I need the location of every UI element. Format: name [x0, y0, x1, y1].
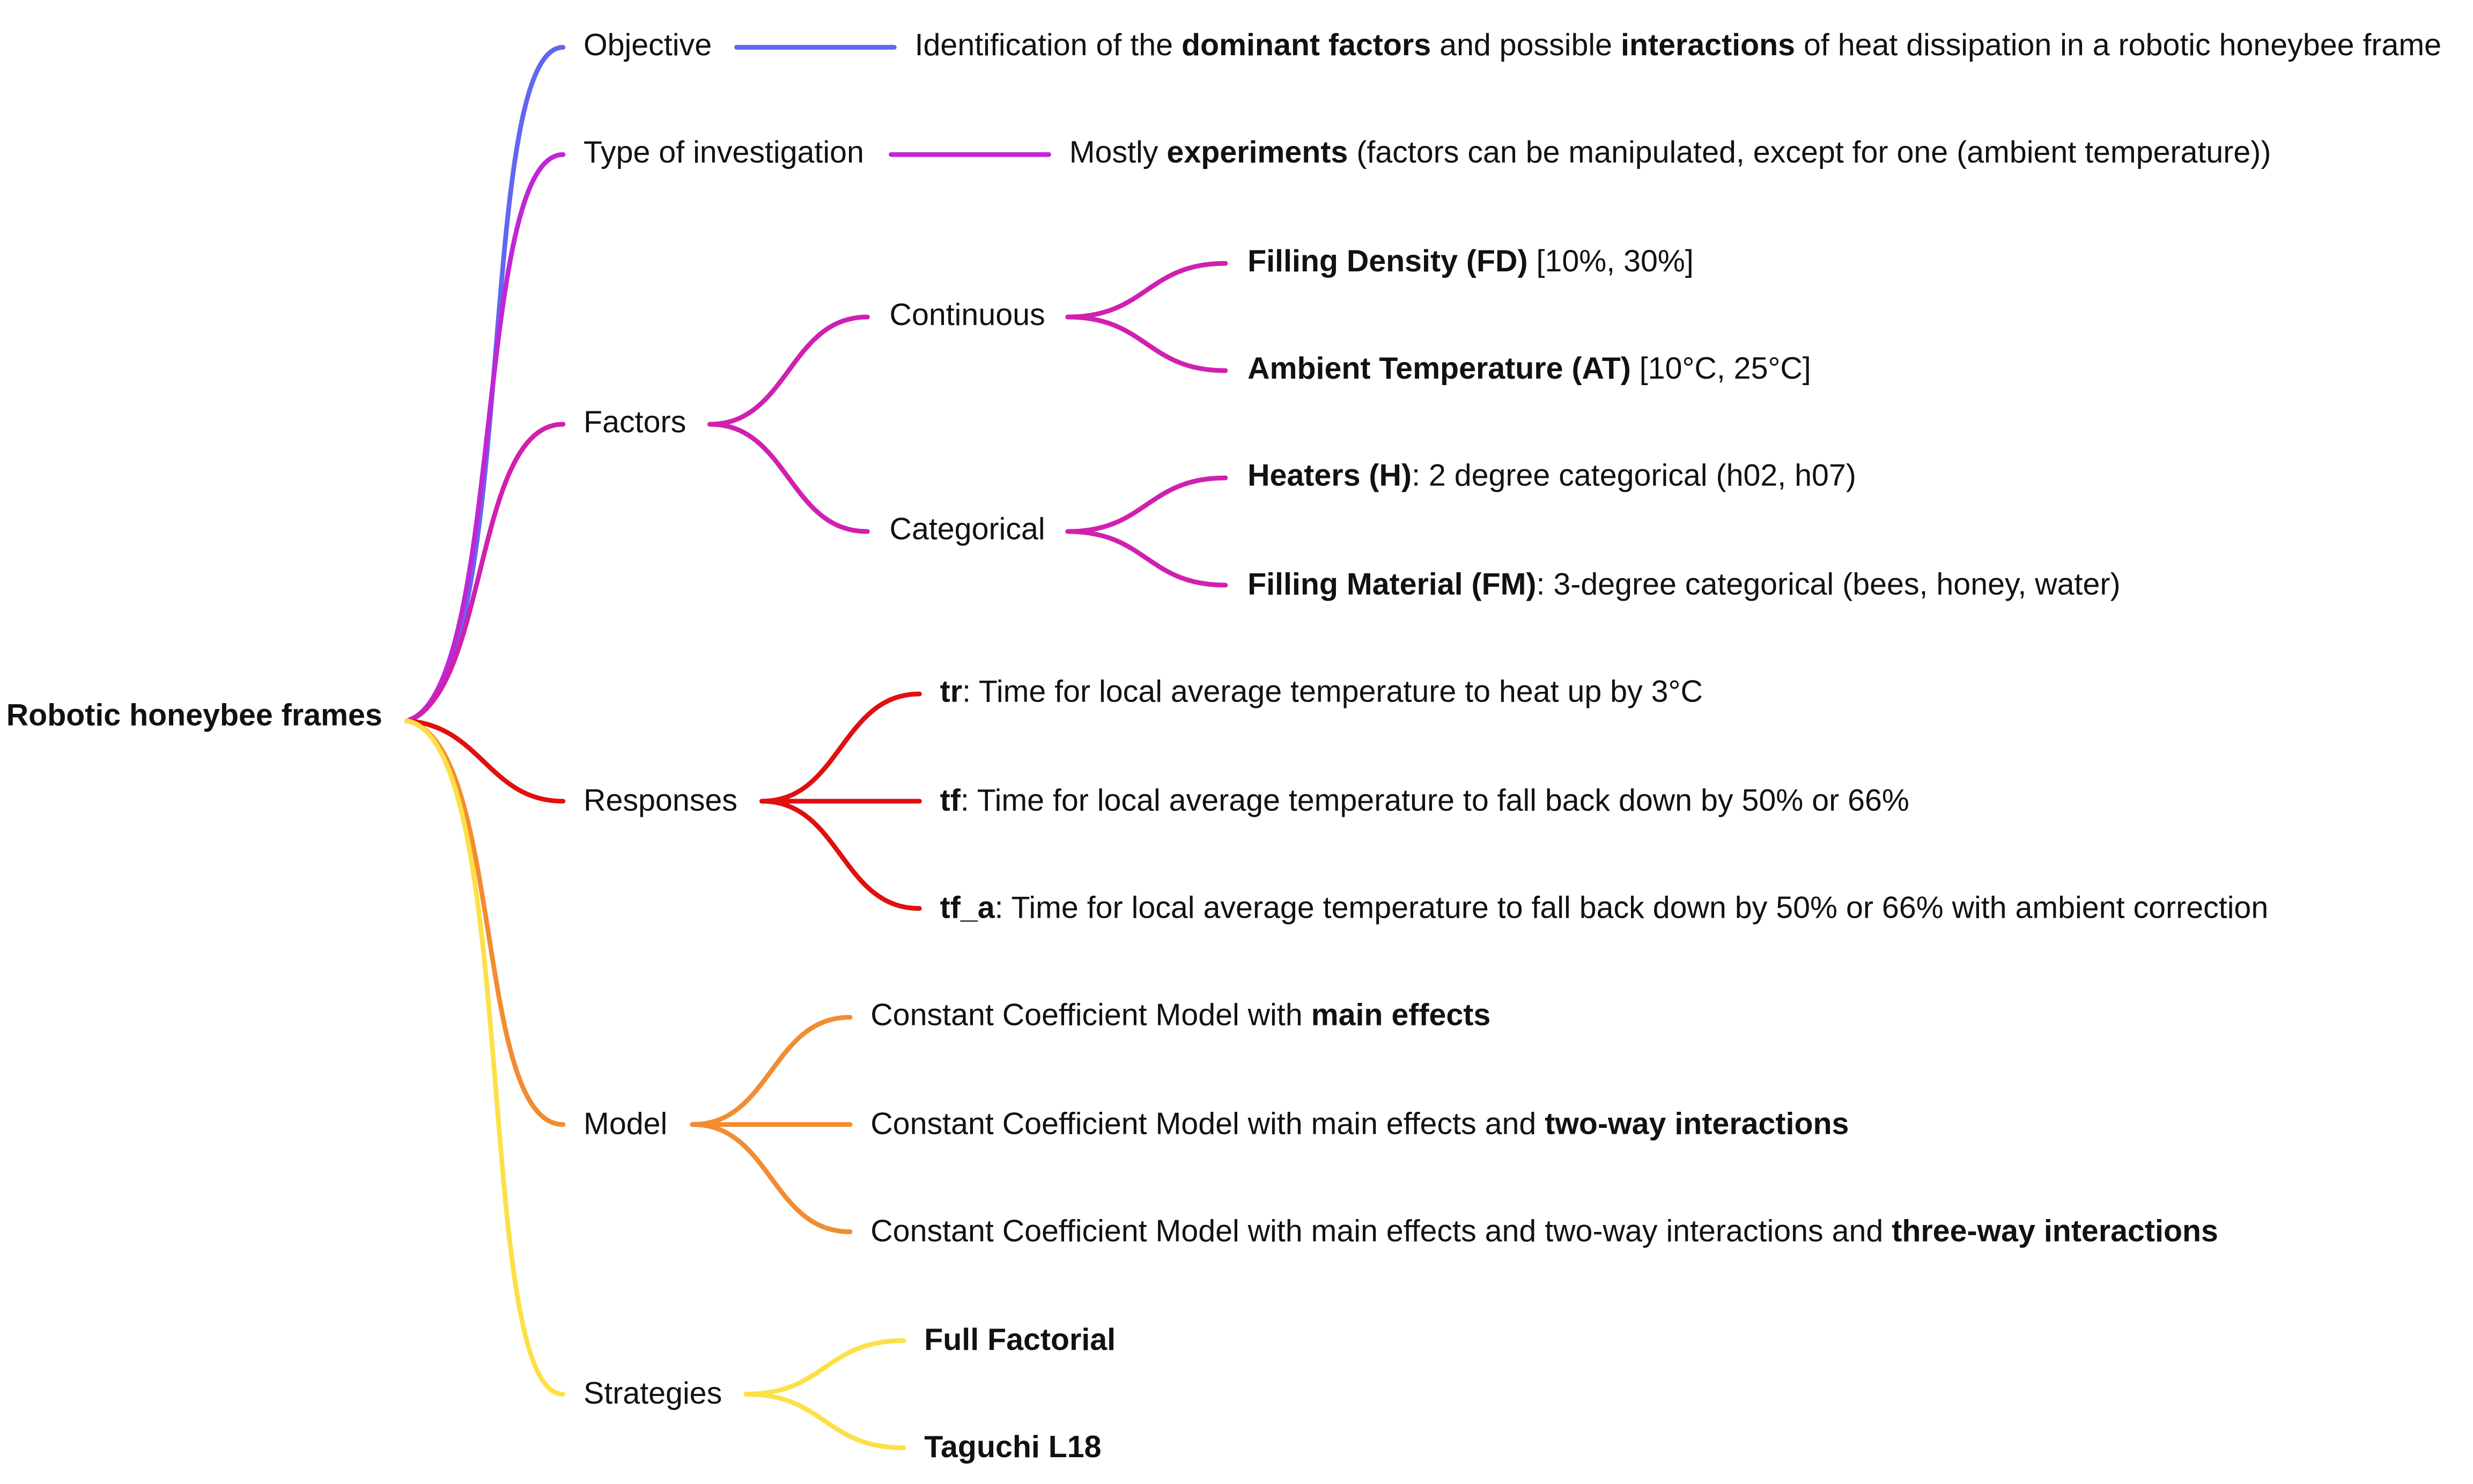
edge-factors-continuous [707, 314, 870, 427]
investigation-text-1: Mostly [1069, 135, 1167, 171]
factor-fm-text: : 3-degree categorical (bees, honey, wat… [1536, 567, 2121, 603]
edge-model-main [690, 1015, 853, 1127]
edge-strategies-full [743, 1338, 906, 1397]
edge-responses-tr [759, 691, 922, 804]
objective-text-1: Identification of the [914, 28, 1182, 63]
objective-text-2: and possible [1431, 28, 1621, 63]
edge-root-responses [404, 718, 566, 804]
continuous-node: Continuous [889, 298, 1045, 333]
investigation-text-2: (factors can be manipulated, except for … [1348, 135, 2271, 171]
response-tr-bold: tr [940, 675, 963, 710]
factors-node: Factors [584, 405, 686, 440]
model-twoway-bold: two-way interactions [1545, 1107, 1849, 1142]
model-main-bold: main effects [1311, 998, 1491, 1033]
strategy-taguchi: Taguchi L18 [924, 1429, 1101, 1467]
model-two-way: Constant Coefficient Model with main eff… [870, 1105, 1849, 1143]
investigation-detail: Mostly experiments (factors can be manip… [1069, 134, 2271, 172]
response-tf: tf: Time for local average temperature t… [940, 782, 1909, 821]
edge-root-strategies [404, 718, 566, 1397]
edge-model-threeway [690, 1122, 853, 1235]
objective-bold-2: interactions [1621, 28, 1796, 63]
edge-categorical-fm [1065, 529, 1228, 588]
factor-h-text: : 2 degree categorical (h02, h07) [1412, 459, 1856, 494]
edge-root-factors [404, 422, 566, 723]
model-three-way: Constant Coefficient Model with main eff… [870, 1213, 2218, 1251]
factor-at-bold: Ambient Temperature (AT) [1247, 351, 1631, 387]
factor-fd-bold: Filling Density (FD) [1247, 244, 1528, 279]
model-node: Model [584, 1107, 668, 1142]
investigation-node: Type of investigation [584, 135, 864, 171]
model-twoway-text: Constant Coefficient Model with main eff… [870, 1107, 1545, 1142]
strategy-full-bold: Full Factorial [924, 1323, 1116, 1358]
response-tfa-bold: tf_a [940, 891, 995, 926]
strategy-full-factorial: Full Factorial [924, 1321, 1116, 1360]
edge-root-model [404, 718, 566, 1127]
factor-heaters: Heaters (H): 2 degree categorical (h02, … [1247, 457, 1856, 496]
categorical-node: Categorical [889, 512, 1045, 548]
objective-node: Objective [584, 28, 712, 63]
strategies-node: Strategies [584, 1377, 722, 1412]
response-tf-text: : Time for local average temperature to … [960, 784, 1909, 819]
response-tr: tr: Time for local average temperature t… [940, 674, 1703, 712]
edge-strategies-taguchi [743, 1392, 906, 1450]
model-main-effects: Constant Coefficient Model with main eff… [870, 997, 1490, 1035]
response-tf-a: tf_a: Time for local average temperature… [940, 890, 2269, 928]
objective-text-3: of heat dissipation in a robotic honeybe… [1795, 28, 2442, 63]
factor-fm-bold: Filling Material (FM) [1247, 567, 1537, 603]
responses-node: Responses [584, 784, 737, 819]
objective-bold-1: dominant factors [1181, 28, 1431, 63]
investigation-bold-1: experiments [1167, 135, 1348, 171]
factor-filling-density: Filling Density (FD) [10%, 30%] [1247, 243, 1694, 281]
root-node: Robotic honeybee frames [6, 698, 382, 734]
edge-factors-categorical [707, 422, 870, 534]
edge-continuous-at [1065, 314, 1228, 373]
response-tfa-text: : Time for local average temperature to … [994, 891, 2269, 926]
edge-categorical-h [1065, 475, 1228, 534]
factor-ambient-temperature: Ambient Temperature (AT) [10°C, 25°C] [1247, 350, 1811, 388]
model-main-text: Constant Coefficient Model with [870, 998, 1311, 1033]
edge-root-objective [404, 45, 566, 723]
factor-h-bold: Heaters (H) [1247, 459, 1412, 494]
factor-at-text: [10°C, 25°C] [1630, 351, 1811, 387]
strategy-taguchi-bold: Taguchi L18 [924, 1430, 1102, 1465]
response-tr-text: : Time for local average temperature to … [962, 675, 1703, 710]
model-threeway-text: Constant Coefficient Model with main eff… [870, 1214, 1892, 1250]
objective-detail: Identification of the dominant factors a… [915, 27, 2441, 65]
edge-continuous-fd [1065, 261, 1228, 320]
factor-fd-text: [10%, 30%] [1527, 244, 1694, 279]
response-tf-bold: tf [940, 784, 961, 819]
factor-filling-material: Filling Material (FM): 3-degree categori… [1247, 566, 2120, 604]
edge-responses-tfa [759, 799, 922, 911]
edge-root-investigation [404, 152, 566, 723]
model-threeway-bold: three-way interactions [1892, 1214, 2218, 1250]
